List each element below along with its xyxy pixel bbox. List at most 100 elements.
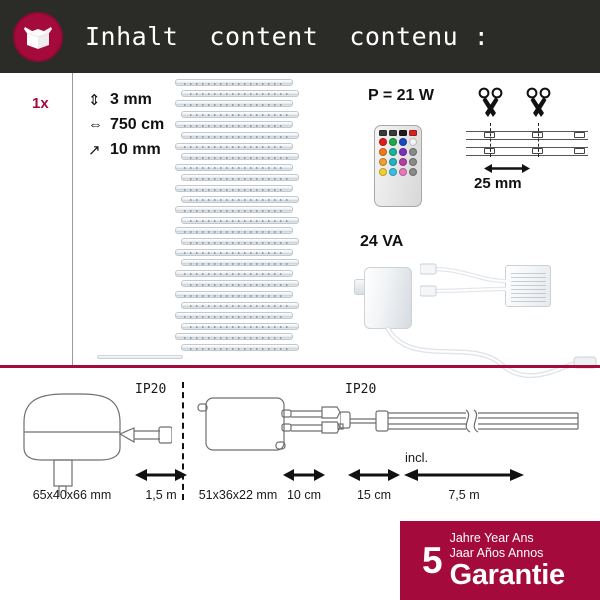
ip-rating-right: IP20 — [345, 382, 377, 397]
measurement-strip-length: 7,5 m — [448, 488, 480, 502]
cut-diagram: 25 mm — [466, 87, 592, 197]
led-strip-loop — [175, 100, 293, 108]
remote-key[interactable] — [409, 138, 417, 146]
led-strip-loop — [175, 142, 293, 150]
led-strip-coil — [97, 73, 305, 363]
led-strip-loop — [175, 227, 293, 235]
remote-key[interactable] — [409, 130, 417, 136]
measurement-psu-size: 65x40x66 mm — [32, 488, 112, 502]
led-diodes — [184, 167, 284, 170]
remote-key[interactable] — [409, 168, 417, 176]
technical-diagram-section: IP20 IP20 — [0, 368, 600, 600]
dimension-row-height: ⇕ 3 mm — [88, 87, 164, 112]
led-strip-lead-wire — [97, 355, 183, 359]
width-arrow-icon: ⇔ — [88, 116, 103, 133]
led-diodes — [184, 315, 284, 318]
remote-key[interactable] — [399, 138, 407, 146]
led-strip-loop — [175, 248, 293, 256]
cut-interval-arrow-icon — [484, 164, 530, 173]
led-diodes — [190, 114, 290, 117]
led-diodes — [184, 230, 284, 233]
led-strip-loop — [175, 79, 293, 86]
content-section: 1x ⇕ 3 mm ⇔ 750 cm ↗ 10 mm P = 21 W — [0, 73, 600, 379]
warranty-title: Garantie — [449, 559, 566, 592]
led-strip-loop — [181, 344, 299, 351]
remote-key[interactable] — [409, 158, 417, 166]
dimension-value-diagonal: 10 mm — [110, 140, 161, 158]
led-diodes — [184, 273, 284, 276]
power-supply-image — [352, 261, 427, 339]
measurement-strip-lead: 15 cm — [356, 488, 392, 502]
arrow-strip-length — [404, 469, 524, 481]
led-strip-loop — [175, 121, 293, 129]
led-diodes — [184, 294, 284, 297]
arrow-controller-lead — [283, 469, 325, 481]
remote-key[interactable] — [379, 130, 387, 136]
measurement-controller-lead: 10 cm — [286, 488, 322, 502]
power-supply-body — [364, 267, 412, 329]
controller-line-art — [197, 397, 344, 451]
remote-key[interactable] — [379, 138, 387, 146]
led-strip-loop — [181, 238, 299, 245]
page-title: Inhalt content contenu : — [85, 22, 490, 51]
led-strip-loop — [175, 163, 293, 171]
open-box-icon — [13, 11, 63, 62]
led-diodes — [184, 252, 284, 255]
remote-row — [379, 130, 417, 136]
remote-key[interactable] — [399, 158, 407, 166]
led-strip-line-art — [340, 409, 579, 433]
measurement-controller-size: 51x36x22 mm — [198, 488, 278, 502]
page-header: Inhalt content contenu : — [0, 0, 600, 73]
warranty-line-2: Jaar Años Annos — [449, 545, 544, 560]
led-strip-loop — [181, 322, 299, 330]
controller-module-image — [505, 265, 551, 307]
vertical-divider — [72, 73, 73, 365]
led-diodes — [184, 103, 284, 106]
quantity-label: 1x — [32, 95, 49, 112]
remote-key[interactable] — [379, 168, 387, 176]
remote-key[interactable] — [389, 138, 397, 146]
led-strip-loop — [181, 153, 299, 161]
ip-rating-left: IP20 — [135, 382, 167, 397]
led-strip-loop — [175, 333, 293, 341]
remote-key[interactable] — [379, 148, 387, 156]
controller-connector-wires — [420, 263, 507, 297]
led-diodes — [190, 347, 290, 350]
remote-key[interactable] — [389, 168, 397, 176]
led-strip-loop — [175, 185, 293, 192]
led-diodes — [184, 124, 284, 127]
remote-key[interactable] — [399, 130, 407, 136]
diagram-dashed-divider — [182, 382, 184, 500]
led-diodes — [190, 177, 290, 180]
cut-interval-label: 25 mm — [474, 175, 522, 192]
diagonal-arrow-icon: ↗ — [88, 141, 101, 159]
dimension-value-height: 3 mm — [110, 90, 152, 108]
led-diodes — [190, 262, 290, 265]
led-strip-loop — [181, 301, 299, 309]
led-diodes — [190, 135, 290, 138]
remote-key[interactable] — [399, 168, 407, 176]
led-diodes — [184, 336, 284, 339]
dimension-row-diagonal: ↗ 10 mm — [88, 137, 164, 162]
remote-key[interactable] — [389, 148, 397, 156]
remote-key[interactable] — [409, 148, 417, 156]
remote-row — [379, 148, 417, 156]
led-strip-loop — [175, 269, 293, 277]
warranty-years: 5 — [422, 539, 443, 581]
voltage-label: 24 VA — [360, 233, 404, 250]
led-strip-loop — [181, 280, 299, 288]
arrow-psu-cable — [135, 469, 187, 481]
strip-cut-lines — [466, 123, 588, 157]
dimension-value-width: 750 cm — [110, 115, 165, 133]
remote-row — [379, 168, 417, 176]
remote-row — [379, 138, 417, 146]
led-strip-loop — [181, 132, 299, 139]
section-divider-rule — [0, 365, 600, 368]
led-strip-loop — [181, 259, 299, 267]
included-label: incl. — [405, 450, 429, 465]
led-diodes — [184, 146, 284, 149]
remote-key[interactable] — [389, 130, 397, 136]
remote-key[interactable] — [389, 158, 397, 166]
remote-key[interactable] — [379, 158, 387, 166]
remote-key[interactable] — [399, 148, 407, 156]
